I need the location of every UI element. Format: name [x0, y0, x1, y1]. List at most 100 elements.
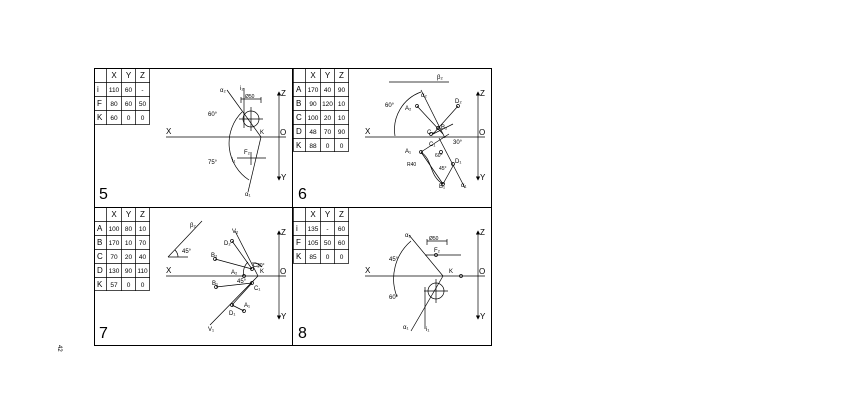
table-cell: 0 [326, 254, 330, 261]
alpha1-label: α₁ [245, 192, 251, 198]
table-header-x: X [111, 71, 117, 80]
table-cell: B [296, 99, 301, 108]
table-cell: 20 [125, 254, 133, 261]
alpha1-trace [247, 136, 262, 193]
table-cell: 0 [127, 282, 131, 289]
alpha1-trace [410, 275, 444, 332]
table-cell: B [97, 238, 102, 247]
table-cell: i [97, 85, 99, 94]
table-cell: 80 [125, 226, 133, 233]
point-b1: B₁ [439, 184, 445, 190]
panel-8-drawing [365, 230, 485, 332]
panel-6-drawing [365, 81, 485, 189]
table-cell: 40 [324, 87, 332, 94]
table-cell: 60 [125, 101, 133, 108]
axis-label-z: Z [480, 89, 485, 98]
table-cell: 110 [109, 87, 120, 94]
table-header-z: Z [339, 210, 344, 219]
panel-number: 8 [298, 325, 307, 342]
axis-label-x: X [166, 127, 172, 136]
table-header-x: X [111, 210, 117, 219]
angle-label: 45° [389, 257, 399, 263]
table-cell: 105 [308, 240, 319, 247]
table-cell: 90 [309, 101, 317, 108]
origin-label: O [479, 267, 485, 276]
table-cell: 60 [338, 226, 346, 233]
panel-number: 5 [99, 186, 108, 203]
table-header-x: X [310, 210, 316, 219]
table-cell: 100 [308, 115, 319, 122]
axis-label-y: Y [480, 173, 486, 182]
table-cell: 130 [109, 268, 120, 275]
panel-8-labels: X Z Y O K α₂ α₁ i₁ F₂ Ø50 45° 60° [365, 228, 486, 333]
i2-label: i₂ [240, 86, 244, 92]
table-cell: 70 [139, 240, 147, 247]
axis-label-x: X [166, 266, 172, 275]
table-cell: 120 [322, 101, 333, 108]
point-c1: C₁ [429, 142, 435, 148]
table-cell: A [97, 224, 103, 233]
table-cell: 50 [139, 101, 147, 108]
axis-label-y: Y [281, 312, 287, 321]
origin-label: O [280, 267, 286, 276]
panel-5: X Y Z i 110 60 - F 80 60 50 K 60 0 0 5 [94, 68, 287, 203]
panel-8-table: X Y Z i 135 - 60 F 105 50 60 K 85 0 0 [293, 207, 349, 264]
table-header-y: Y [126, 71, 132, 80]
point-label-k: K [449, 269, 453, 275]
i1-label: i₁ [426, 327, 429, 333]
table-cell: 0 [326, 143, 330, 150]
point-a2: A₂ [405, 106, 412, 112]
point-label-k: K [260, 269, 264, 275]
table-cell: C [97, 252, 103, 261]
alpha1-label: α₁ [403, 325, 409, 331]
angle-label: 60° [389, 295, 399, 301]
table-cell: 40 [139, 254, 147, 261]
table-header-y: Y [126, 210, 132, 219]
i1-label: i₁ [232, 158, 235, 164]
origin-label: O [479, 128, 485, 137]
axis-label-z: Z [281, 228, 286, 237]
axis-label-y: Y [480, 312, 486, 321]
point-a1: A₁ [405, 149, 411, 155]
table-cell: - [326, 226, 328, 233]
angle-label: 60° [435, 153, 443, 159]
angle-arc-60 [394, 91, 422, 137]
point-c1: C₁ [254, 286, 260, 292]
f2-label: F₂ [434, 248, 441, 254]
axis-label-x: X [365, 266, 371, 275]
alpha2-label: α₂ [421, 93, 427, 99]
panel-6: X Y Z A 170 40 90 B 90 120 10 C 100 20 1… [293, 68, 486, 203]
angle-label: 45° [439, 166, 447, 172]
table-cell: 0 [127, 115, 131, 122]
table-cell: 0 [141, 115, 145, 122]
alpha1-label: α₁ [461, 183, 467, 189]
panel-7-drawing [166, 220, 286, 326]
point-b2: B₂ [211, 253, 218, 259]
table-cell: 50 [324, 240, 332, 247]
table-cell: 170 [308, 87, 319, 94]
table-cell: 60 [338, 240, 346, 247]
point-v1: V₁ [208, 327, 214, 333]
origin-label: O [280, 128, 286, 137]
point-a1: A₁ [244, 303, 250, 309]
panel-5-labels: X Z Y O K α₂ α₁ i₂ i₁ F₂ Ø50 60° 75° [166, 86, 287, 198]
table-cell: C [296, 113, 302, 122]
diameter-label: Ø50 [429, 236, 439, 242]
beta2-label: β₂ [190, 223, 196, 229]
table-cell: 90 [125, 268, 133, 275]
table-header-z: Z [339, 71, 344, 80]
axis-label-x: X [365, 127, 371, 136]
panel-number: 6 [298, 186, 307, 203]
table-cell: 90 [338, 87, 346, 94]
panel-number: 7 [99, 325, 108, 342]
table-cell: 60 [110, 115, 118, 122]
alpha2-label: α₂ [220, 88, 226, 94]
table-header-z: Z [140, 71, 145, 80]
radius-label: R40 [407, 162, 416, 168]
point-c2: C₂ [253, 263, 260, 269]
table-cell: 10 [139, 226, 147, 233]
point-d1: D₁ [455, 159, 461, 165]
angle-label: 30° [257, 263, 265, 269]
panel-7: X Y Z A 100 80 10 B 170 10 70 C 70 20 40… [94, 207, 287, 342]
table-cell: 10 [125, 240, 133, 247]
